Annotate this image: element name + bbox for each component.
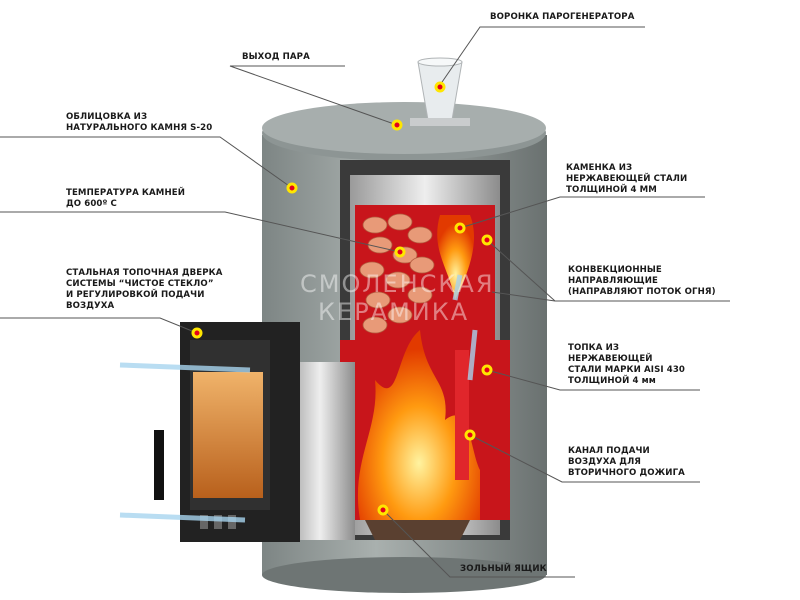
label-funnel: ВОРОНКА ПАРОГЕНЕРАТОРА [490,12,635,22]
marker-convection [481,234,493,246]
marker-cladding [286,182,298,194]
air-flow-arrows [119,274,478,523]
marker-funnel [434,81,446,93]
leader-lines [0,26,730,578]
marker-stone-temp [394,246,406,258]
marker-air-channel [464,429,476,441]
cutaway-interior [340,160,510,540]
marker-steam-outlet [391,119,403,131]
marker-ash-box [377,504,389,516]
label-ash-box: ЗОЛЬНЫЙ ЯЩИК [460,564,547,574]
marker-firebox [481,364,493,376]
label-steam-outlet: ВЫХОД ПАРА [242,52,310,62]
marker-heater [454,222,466,234]
watermark-line-2: КЕРАМИКА [318,298,470,326]
marker-door [191,327,203,339]
watermark-line-1: СМОЛЕНСКАЯ [300,270,495,298]
markers [191,81,493,516]
